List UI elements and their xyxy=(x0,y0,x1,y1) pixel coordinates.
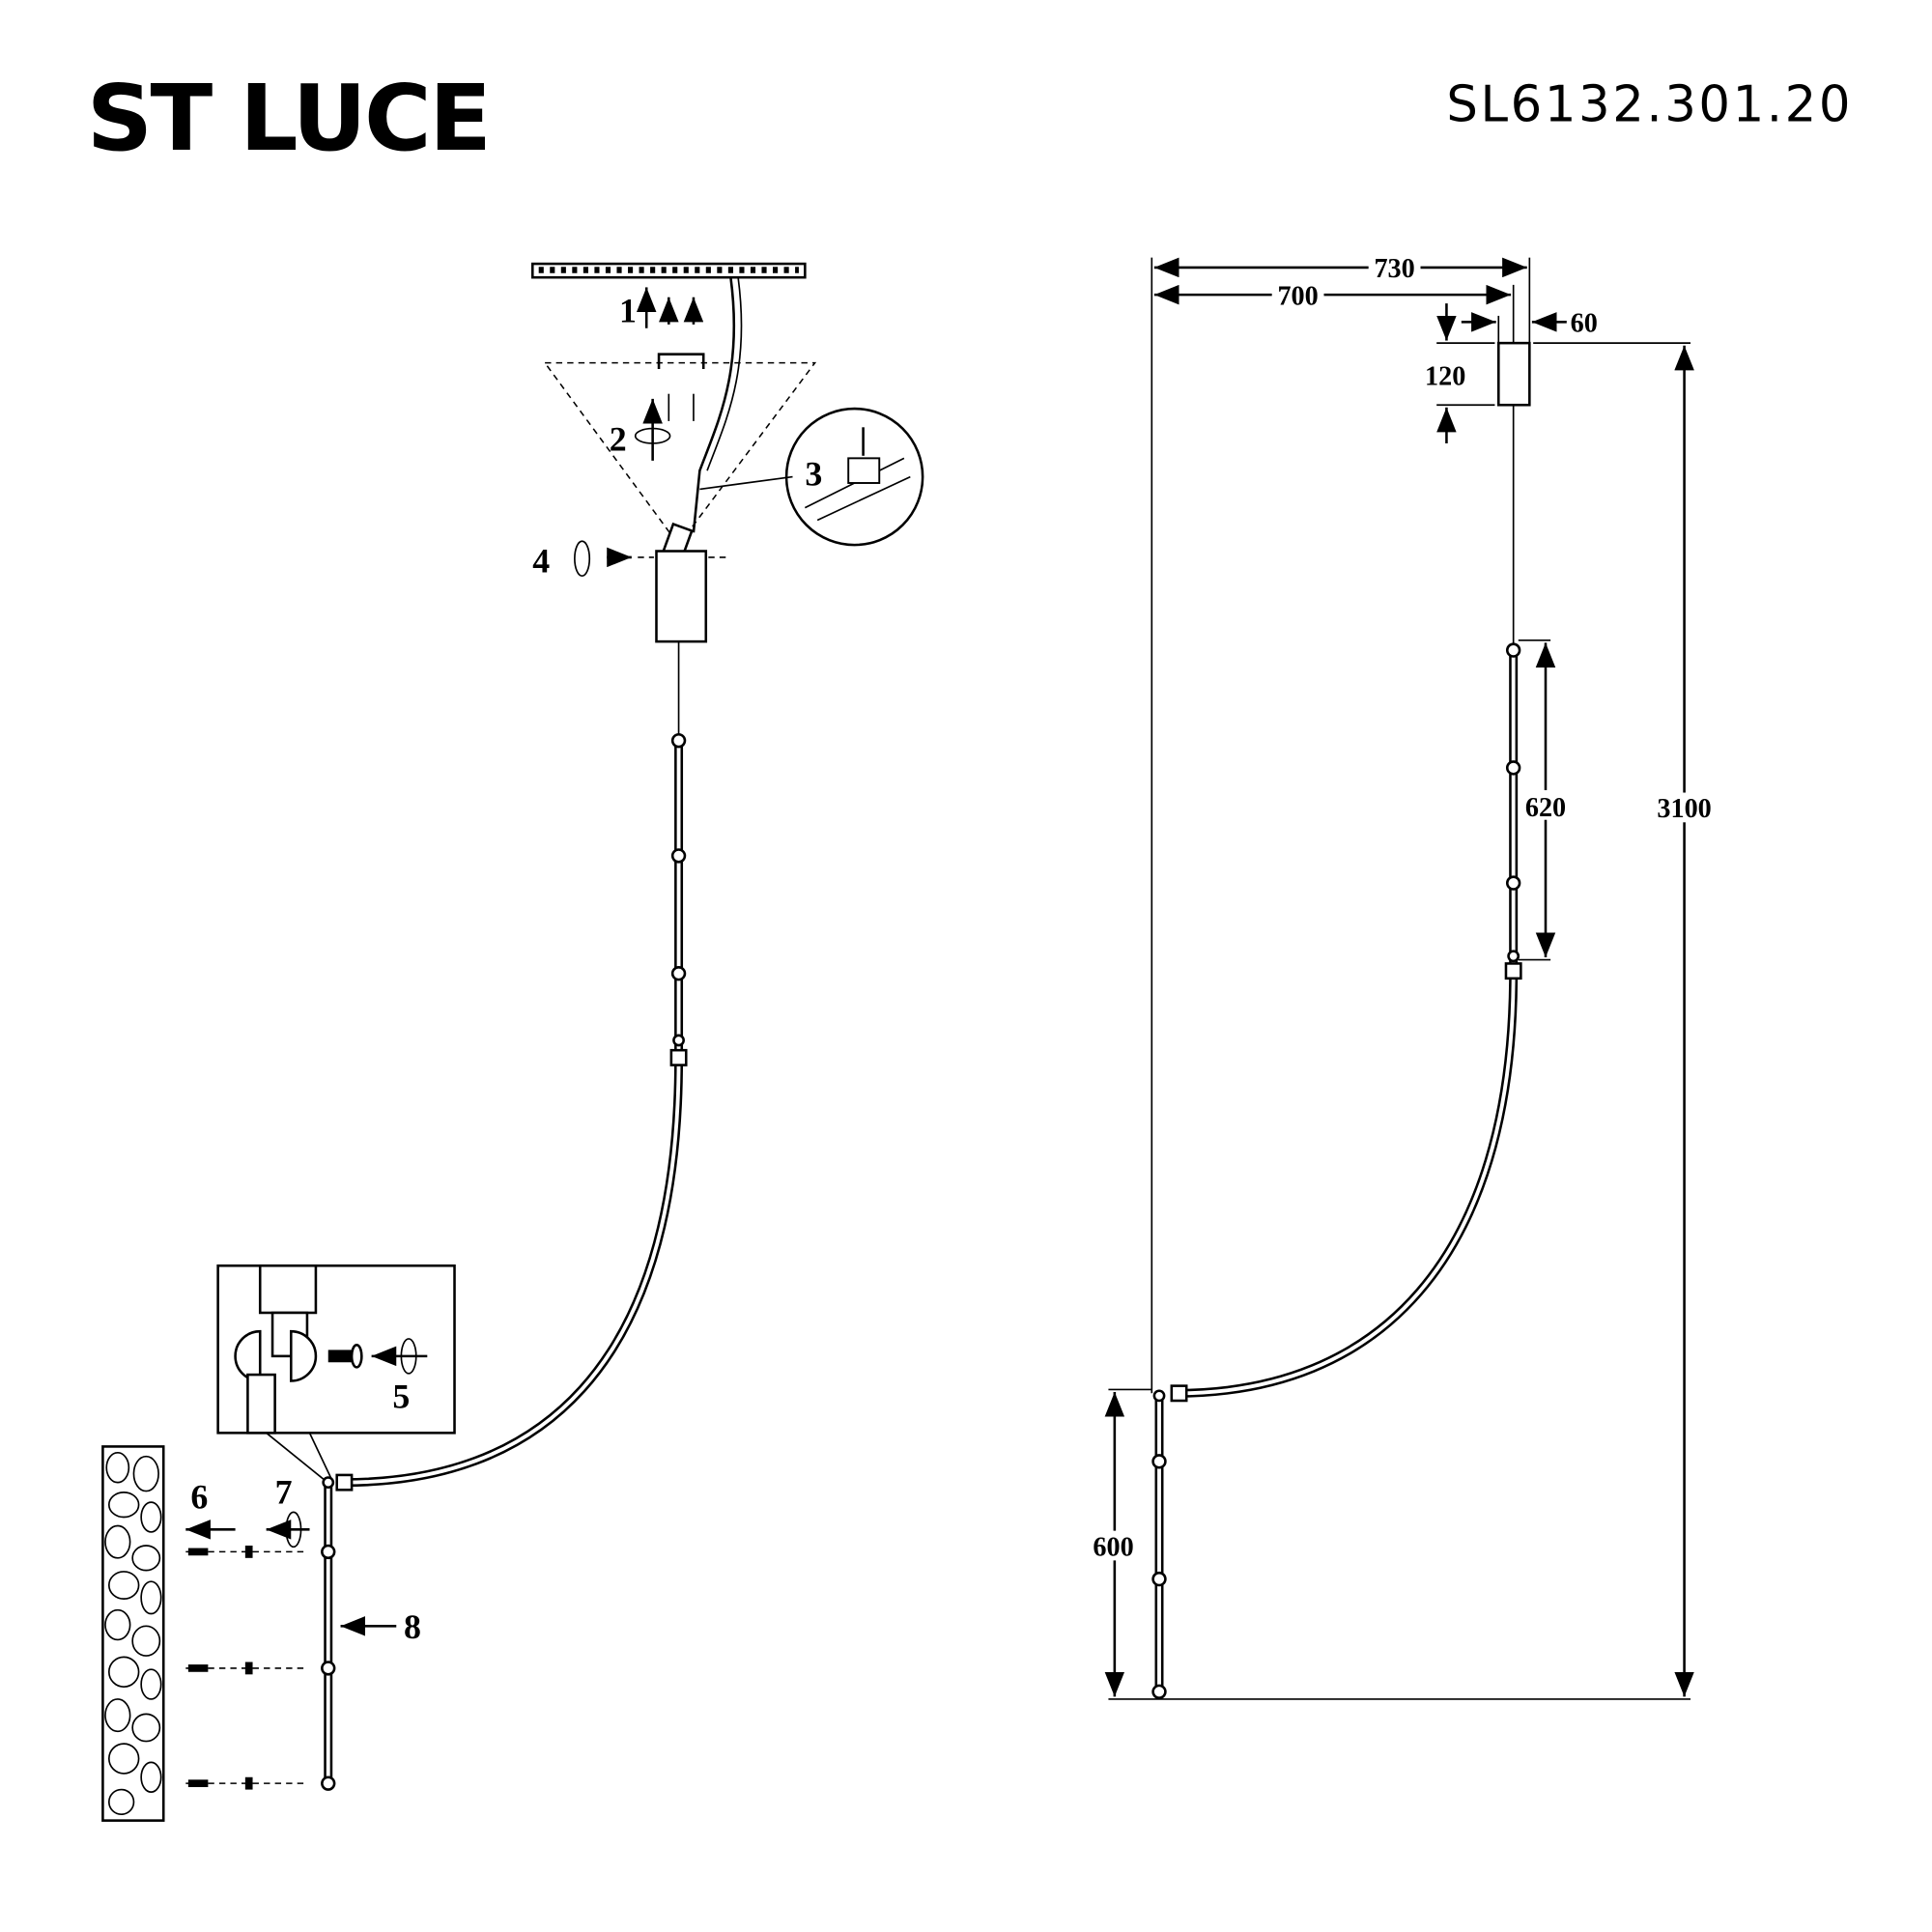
canopy xyxy=(655,550,708,643)
arc-tube xyxy=(1176,972,1519,1398)
step-7: 7 xyxy=(275,1472,293,1511)
dim-730: 730 xyxy=(1374,254,1414,284)
ceiling xyxy=(531,262,807,279)
step-3: 3 xyxy=(805,455,822,494)
rotate-icon xyxy=(574,540,591,577)
step-2: 2 xyxy=(610,420,627,459)
terminal-block-icon xyxy=(847,457,881,484)
rotate-icon xyxy=(634,427,671,444)
mounting-bracket xyxy=(657,353,705,370)
dim-620: 620 xyxy=(1525,793,1566,823)
wall xyxy=(101,1445,165,1822)
rotate-icon xyxy=(400,1338,417,1375)
wall-texture xyxy=(104,1452,162,1816)
power-cable xyxy=(692,277,736,533)
step-4: 4 xyxy=(532,541,550,580)
rotate-icon xyxy=(285,1511,302,1548)
step-1: 1 xyxy=(619,291,637,329)
wall-fixings xyxy=(185,1546,304,1790)
step-8: 8 xyxy=(404,1607,421,1646)
exploded-view-cone xyxy=(543,361,817,547)
dimension-diagram: 730 700 60 120 3100 620 600 xyxy=(1087,253,1716,1700)
dim-60: 60 xyxy=(1571,309,1598,339)
dim-3100: 3100 xyxy=(1657,794,1711,824)
step-6: 6 xyxy=(190,1478,208,1517)
dim-600: 600 xyxy=(1093,1532,1133,1562)
brand-logo: ST LUCE xyxy=(87,66,490,172)
canopy xyxy=(1497,341,1531,407)
step-5: 5 xyxy=(392,1378,410,1416)
installation-diagram: 1 2 3 4 5 6 7 8 xyxy=(101,262,924,1822)
model-number: SL6132.301.20 xyxy=(1446,76,1853,134)
dim-120: 120 xyxy=(1425,362,1465,392)
dim-700: 700 xyxy=(1277,281,1318,311)
